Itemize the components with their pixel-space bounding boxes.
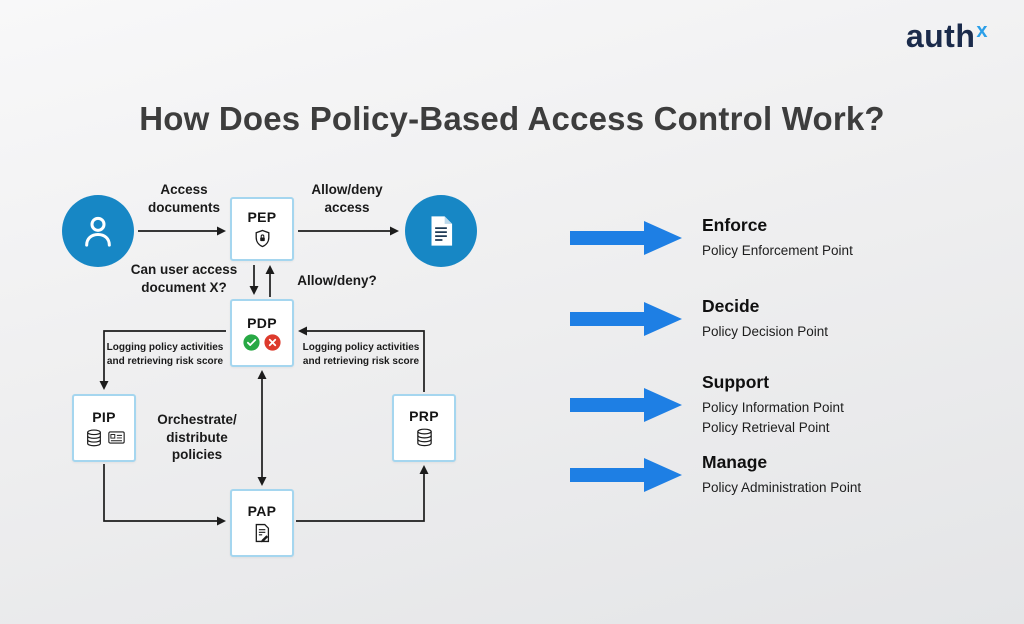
legend-subtitle: Policy Administration Point <box>702 480 862 495</box>
documents-icon <box>431 216 453 246</box>
legend-row-manage: Manage Policy Administration Point <box>570 452 861 498</box>
cross-icon <box>264 334 281 351</box>
legend-subtitle: Policy Decision Point <box>702 324 829 339</box>
user-avatar <box>62 195 134 267</box>
page-title: How Does Policy-Based Access Control Wor… <box>139 100 885 137</box>
user-icon <box>85 216 111 247</box>
database-icon <box>86 428 101 446</box>
legend-row-decide: Decide Policy Decision Point <box>570 296 828 342</box>
pep-label: PEP <box>247 209 277 225</box>
pip-label: PIP <box>92 408 116 425</box>
legend-row-enforce: Enforce Policy Enforcement Point <box>570 215 853 261</box>
allow-deny-label: Allow/deny? <box>297 273 377 288</box>
legend-title: Enforce <box>702 215 768 235</box>
prp-node: PRP <box>392 394 456 462</box>
authx-logo: authx <box>906 18 988 55</box>
legend-title: Decide <box>702 296 760 316</box>
logging-right-label: Logging policy activities and retrieving… <box>302 342 420 367</box>
legend-subtitle: Policy Information Point <box>702 400 844 415</box>
logo-word: auth <box>905 18 976 54</box>
legend-text: Decide Policy Decision Point <box>702 296 828 342</box>
right-arrow-icon <box>570 387 682 422</box>
pip-node: PIP <box>72 394 136 462</box>
database-icon <box>416 428 432 447</box>
documents-badge <box>405 195 477 267</box>
right-arrow-icon <box>570 457 682 492</box>
pap-label: PAP <box>247 502 277 519</box>
pdp-node: PDP <box>230 299 294 367</box>
check-icon <box>243 334 260 351</box>
logo-x: x <box>976 20 988 42</box>
pdp-decision-icons <box>243 334 281 351</box>
legend-title: Support <box>702 372 770 392</box>
right-arrow-icon <box>570 301 682 336</box>
pap-node: PAP <box>230 489 294 557</box>
logging-left-label: Logging policy activities and retrieving… <box>106 342 224 367</box>
orchestrate-label: Orchestrate/ distribute policies <box>157 412 237 463</box>
legend-text: Support Policy Information Point Policy … <box>702 372 844 437</box>
prp-label: PRP <box>409 408 439 424</box>
allow-deny-access-label: Allow/deny access <box>311 182 383 215</box>
pip-icons <box>84 428 125 448</box>
shield-lock-icon <box>255 229 269 248</box>
legend-text: Manage Policy Administration Point <box>702 452 861 498</box>
can-user-access-label: Can user access document X? <box>130 262 238 295</box>
legend-subtitle: Policy Retrieval Point <box>702 419 830 435</box>
pep-node: PEP <box>230 197 294 261</box>
legend-row-support: Support Policy Information Point Policy … <box>570 372 844 437</box>
right-arrow-icon <box>570 220 682 255</box>
legend-title: Manage <box>702 452 768 472</box>
document-edit-icon <box>255 523 270 542</box>
legend-text: Enforce Policy Enforcement Point <box>702 215 853 261</box>
legend-subtitle: Policy Enforcement Point <box>702 243 853 258</box>
access-documents-label: Access documents <box>147 182 220 215</box>
id-card-icon <box>107 431 125 444</box>
pdp-label: PDP <box>247 315 277 331</box>
